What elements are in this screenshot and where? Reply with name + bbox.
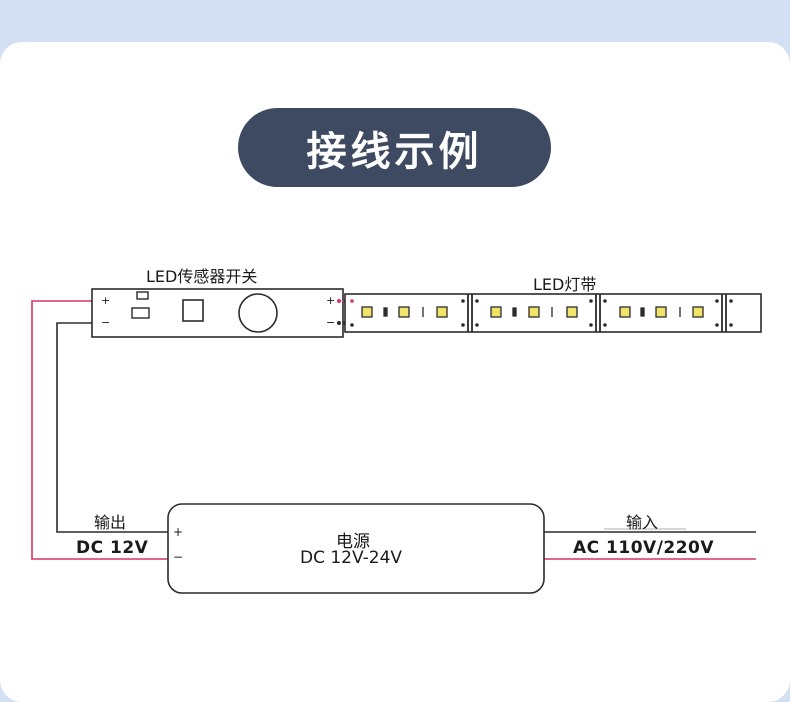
strip-label: LED灯带 [533,275,597,294]
led-chip [528,306,540,318]
terminal-dot [337,299,341,303]
led-segment [490,306,578,318]
switch-out-minus: − [326,316,336,329]
power-range: DC 12V-24V [300,548,403,568]
power-minus: − [173,550,184,564]
output-voltage: DC 12V [76,538,149,558]
led-chip [655,306,667,318]
switch-indicator [136,291,149,300]
led-chip [490,306,502,318]
terminal-dot [337,321,341,325]
page-title: 接线示例 [238,108,551,187]
power-supply [167,503,545,594]
strip-separators [467,294,727,332]
switch-label: LED传感器开关 [146,267,258,286]
led-segment [361,306,448,318]
wire-positive-output [31,300,168,560]
resistor [640,307,645,317]
output-label: 输出 [94,513,127,532]
switch-out-plus: + [326,294,336,307]
led-segment [619,306,704,318]
led-chip [398,306,410,318]
led-chip [436,306,448,318]
resistor [383,307,388,317]
led-strip [344,293,762,333]
wiring-diagram [31,288,762,594]
led-chip [692,306,704,318]
strip-terminal-dots [350,299,733,327]
switch-in-minus: − [101,316,111,329]
power-plus: + [173,525,184,539]
switch-round-sensor [238,293,278,333]
switch-square-button [182,299,204,322]
sensor-switch [91,288,344,338]
switch-in-plus: + [101,294,111,307]
led-chip [566,306,578,318]
switch-slot [131,307,150,319]
led-chip [619,306,631,318]
power-name: 电源 [336,532,370,552]
led-chip [361,306,373,318]
input-label: 输入 [626,513,659,532]
input-voltage: AC 110V/220V [573,538,715,558]
resistor [512,307,517,317]
wire-negative-output [56,322,168,533]
